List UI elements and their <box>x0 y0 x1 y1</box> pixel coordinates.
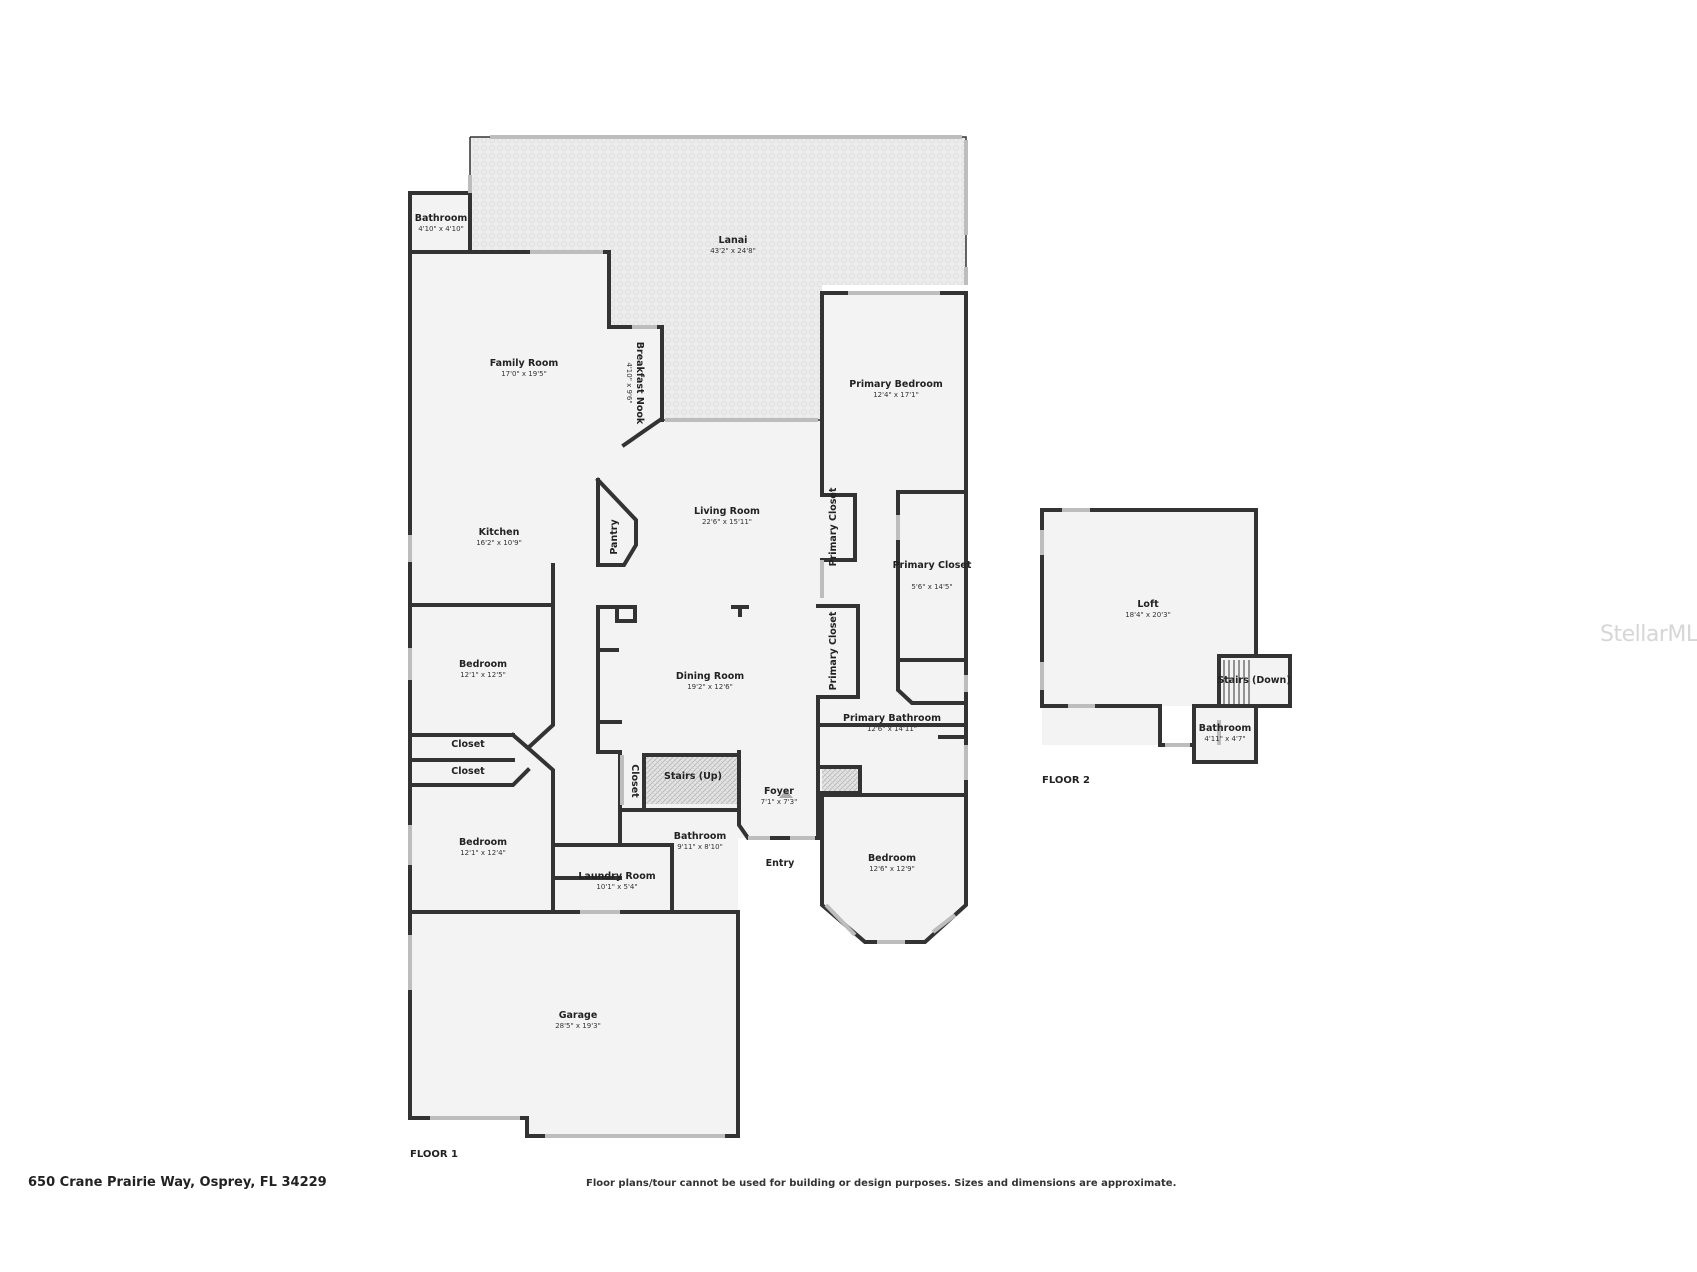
disclaimer: Floor plans/tour cannot be used for buil… <box>586 1178 1177 1189</box>
svg-text:Primary Bathroom: Primary Bathroom <box>843 713 941 724</box>
svg-text:Stairs (Up): Stairs (Up) <box>664 771 722 782</box>
floor-1-windows <box>408 135 968 1138</box>
svg-text:Primary Bedroom: Primary Bedroom <box>849 379 943 390</box>
svg-text:12'6" x 14'11": 12'6" x 14'11" <box>867 725 917 733</box>
svg-text:Bedroom: Bedroom <box>868 853 916 864</box>
svg-text:Breakfast Nook: Breakfast Nook <box>634 342 645 425</box>
svg-text:Primary Closet: Primary Closet <box>828 487 839 566</box>
svg-text:43'2" x 24'8": 43'2" x 24'8" <box>710 247 756 255</box>
room-primary-closet-3: Primary Closet <box>828 611 839 690</box>
room-pantry: Pantry <box>609 519 620 555</box>
svg-text:Lanai: Lanai <box>719 235 748 246</box>
svg-text:10'1" x 5'4": 10'1" x 5'4" <box>596 883 637 891</box>
svg-text:19'2" x 12'6": 19'2" x 12'6" <box>687 683 733 691</box>
svg-text:Bathroom: Bathroom <box>1199 723 1252 734</box>
svg-text:Closet: Closet <box>451 739 485 750</box>
svg-text:Dining Room: Dining Room <box>676 671 744 682</box>
svg-text:12'4" x 17'1": 12'4" x 17'1" <box>873 391 919 399</box>
floor-2 <box>1040 508 1292 764</box>
room-stairs-down: Stairs (Down) <box>1217 675 1290 686</box>
svg-text:Garage: Garage <box>559 1010 598 1021</box>
address: 650 Crane Prairie Way, Osprey, FL 34229 <box>28 1175 327 1190</box>
svg-text:Closet: Closet <box>629 764 640 798</box>
svg-text:Laundry Room: Laundry Room <box>578 871 655 882</box>
room-primary-closet-2: Primary Closet 5'6" x 14'5" <box>893 560 972 591</box>
svg-text:Entry: Entry <box>766 858 795 869</box>
svg-text:Primary Closet: Primary Closet <box>893 560 972 571</box>
room-closet-1: Closet <box>451 739 485 750</box>
svg-text:Family Room: Family Room <box>490 358 559 369</box>
svg-text:Bathroom: Bathroom <box>415 213 468 224</box>
svg-text:Foyer: Foyer <box>764 786 794 797</box>
svg-text:28'5" x 19'3": 28'5" x 19'3" <box>555 1022 601 1030</box>
svg-text:Bathroom: Bathroom <box>674 831 727 842</box>
svg-text:Pantry: Pantry <box>609 519 620 555</box>
svg-text:Bedroom: Bedroom <box>459 659 507 670</box>
svg-text:5'6" x 14'5": 5'6" x 14'5" <box>911 583 952 591</box>
svg-text:7'1" x 7'3": 7'1" x 7'3" <box>761 798 798 806</box>
watermark-logo: StellarMLS <box>1600 622 1697 647</box>
entry-arrow-icon <box>779 790 793 798</box>
svg-text:12'1" x 12'5": 12'1" x 12'5" <box>460 671 506 679</box>
room-primary-closet-1: Primary Closet <box>828 487 839 566</box>
svg-text:Living Room: Living Room <box>694 506 760 517</box>
room-closet-3: Closet <box>629 764 640 798</box>
svg-text:Kitchen: Kitchen <box>479 527 520 538</box>
floor-1-fills <box>410 137 966 1136</box>
svg-text:Closet: Closet <box>451 766 485 777</box>
svg-text:12'1" x 12'4": 12'1" x 12'4" <box>460 849 506 857</box>
room-entry: Entry <box>766 858 795 869</box>
floor-1-label: FLOOR 1 <box>410 1149 458 1160</box>
svg-text:12'6" x 12'9": 12'6" x 12'9" <box>869 865 915 873</box>
svg-text:Bedroom: Bedroom <box>459 837 507 848</box>
svg-text:18'4" x 20'3": 18'4" x 20'3" <box>1125 611 1171 619</box>
svg-text:Loft: Loft <box>1137 599 1159 610</box>
svg-text:Primary Closet: Primary Closet <box>828 611 839 690</box>
svg-text:4'11" x 4'7": 4'11" x 4'7" <box>1204 735 1245 743</box>
floor-2-label: FLOOR 2 <box>1042 775 1090 786</box>
svg-text:22'6" x 15'11": 22'6" x 15'11" <box>702 518 752 526</box>
room-stairs-up: Stairs (Up) <box>664 771 722 782</box>
svg-text:16'2" x 10'9": 16'2" x 10'9" <box>476 539 522 547</box>
svg-text:Stairs (Down): Stairs (Down) <box>1217 675 1290 686</box>
svg-text:17'0" x 19'5": 17'0" x 19'5" <box>501 370 547 378</box>
svg-text:4'10" x 9'6": 4'10" x 9'6" <box>625 362 633 403</box>
svg-text:4'10" x 4'10": 4'10" x 4'10" <box>418 225 464 233</box>
room-closet-2: Closet <box>451 766 485 777</box>
svg-text:9'11" x 8'10": 9'11" x 8'10" <box>677 843 723 851</box>
